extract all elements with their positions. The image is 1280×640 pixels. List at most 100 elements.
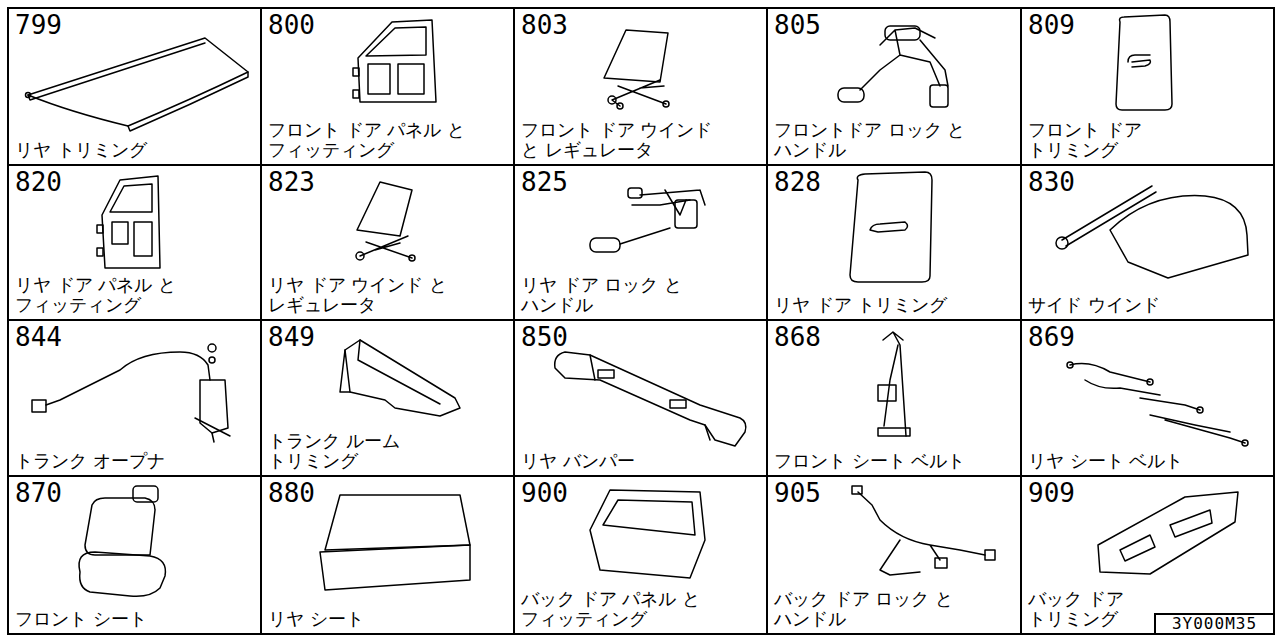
line-art	[360, 236, 412, 258]
line-art	[209, 357, 215, 363]
line-art	[97, 248, 103, 256]
part-name: フロント シート ベルト	[774, 451, 965, 472]
line-art	[1067, 362, 1073, 368]
part-name: フロントドア ロック と ハンドル	[774, 120, 969, 161]
line-art	[603, 500, 695, 535]
trunk-room-trim-drawing	[340, 340, 460, 416]
line-art	[1070, 364, 1245, 443]
line-art	[46, 352, 210, 405]
callout-number: 870	[15, 480, 62, 506]
line-art	[353, 90, 359, 98]
drawing-code-box: 3Y000M35	[1154, 613, 1275, 635]
line-art	[608, 96, 616, 104]
line-art	[200, 380, 228, 433]
rear-door-panel-drawing	[97, 176, 160, 268]
line-art	[28, 43, 205, 100]
part-cell: 799リヤ トリミング	[7, 7, 262, 166]
line-art	[97, 225, 103, 233]
line-art	[409, 255, 415, 261]
part-cell: 869リヤ シート ベルト	[1020, 319, 1275, 477]
rear-door-lock-drawing	[590, 188, 705, 252]
front-door-lock-drawing	[838, 26, 948, 107]
callout-number: 805	[774, 12, 821, 38]
line-art	[590, 490, 705, 578]
line-art	[878, 428, 910, 436]
part-cell: 820 リヤ ドア パネル と フィッティング	[7, 164, 262, 321]
part-name: バック ドア パネル と フィッティング	[521, 589, 704, 630]
part-name: トランク ルーム トリミング	[268, 431, 403, 472]
line-art	[398, 64, 424, 94]
part-cell: 850 リヤ バンパー	[513, 319, 768, 477]
line-art	[32, 400, 46, 412]
line-art	[1147, 379, 1153, 385]
line-art	[133, 486, 158, 502]
callout-number: 800	[268, 12, 315, 38]
line-art	[670, 400, 686, 408]
callout-number: 820	[15, 169, 62, 195]
part-name: リヤ バンパー	[521, 451, 635, 472]
front-seat-belt-drawing	[878, 332, 910, 436]
line-art	[1098, 492, 1238, 574]
line-art	[878, 385, 896, 401]
part-cell: 900 バック ドア パネル と フィッティング	[513, 475, 768, 635]
front-door-trim-drawing	[1116, 15, 1172, 110]
part-cell: 870フロント シート	[7, 475, 262, 635]
line-art	[357, 182, 412, 236]
line-art	[1120, 510, 1212, 561]
rear-seat-belt-drawing	[1067, 362, 1248, 446]
line-art	[345, 340, 460, 416]
line-art	[208, 344, 216, 352]
callout-number: 850	[521, 324, 568, 350]
side-window-drawing	[1056, 186, 1248, 278]
line-art	[1110, 196, 1248, 278]
part-name: リヤ ドア ロック と ハンドル	[521, 275, 686, 316]
line-art	[838, 88, 864, 102]
line-art	[860, 28, 948, 90]
callout-number: 905	[774, 480, 821, 506]
part-cell: 868 フロント シート ベルト	[766, 319, 1022, 477]
rear-bumper-drawing	[555, 352, 746, 446]
trunk-opener-drawing	[32, 344, 230, 442]
part-cell: 823リヤ ドア ウインド と レギュレータ	[260, 164, 515, 321]
part-cell: 844トランク オープナ	[7, 319, 262, 477]
front-door-panel-drawing	[353, 20, 436, 102]
part-name: リヤ ドア トリミング	[774, 295, 947, 316]
front-door-window-drawing	[604, 30, 669, 109]
part-name: リヤ ドア パネル と フィッティング	[15, 275, 180, 316]
line-art	[340, 340, 440, 404]
line-art	[883, 332, 906, 436]
part-cell: 830サイド ウインド	[1020, 164, 1275, 321]
line-art	[28, 38, 248, 126]
line-art	[353, 68, 359, 76]
part-cell: 905 バック ドア ロック と ハンドル	[766, 475, 1022, 635]
line-art	[852, 486, 862, 494]
line-art	[1062, 186, 1156, 246]
line-art	[930, 85, 948, 107]
line-art	[112, 222, 128, 244]
rear-trim-drawing	[26, 38, 249, 131]
line-art	[85, 498, 155, 555]
rear-seat-drawing	[320, 495, 470, 590]
line-art	[1242, 440, 1248, 446]
back-door-trim-drawing	[1098, 492, 1238, 574]
rear-door-window-drawing	[356, 182, 415, 261]
line-art	[366, 27, 426, 56]
line-art	[985, 550, 995, 560]
callout-number: 909	[1028, 480, 1075, 506]
line-art	[617, 103, 623, 109]
callout-number: 849	[268, 324, 315, 350]
callout-number: 900	[521, 480, 568, 506]
part-cell: 809フロント ドア トリミング	[1020, 7, 1275, 166]
part-cell: 828リヤ ドア トリミング	[766, 164, 1022, 321]
line-art	[102, 176, 160, 268]
line-art	[128, 72, 248, 131]
part-cell: 803フロント ドア ウインド と レギュレータ	[513, 7, 768, 166]
line-art	[1116, 15, 1172, 110]
callout-number: 868	[774, 324, 821, 350]
part-name: バック ドア ロック と ハンドル	[774, 589, 957, 630]
callout-number: 803	[521, 12, 568, 38]
part-cell: 805 フロントドア ロック と ハンドル	[766, 7, 1022, 166]
part-cell: 880リヤ シート	[260, 475, 515, 635]
callout-number: 799	[15, 12, 62, 38]
line-art	[590, 238, 620, 252]
